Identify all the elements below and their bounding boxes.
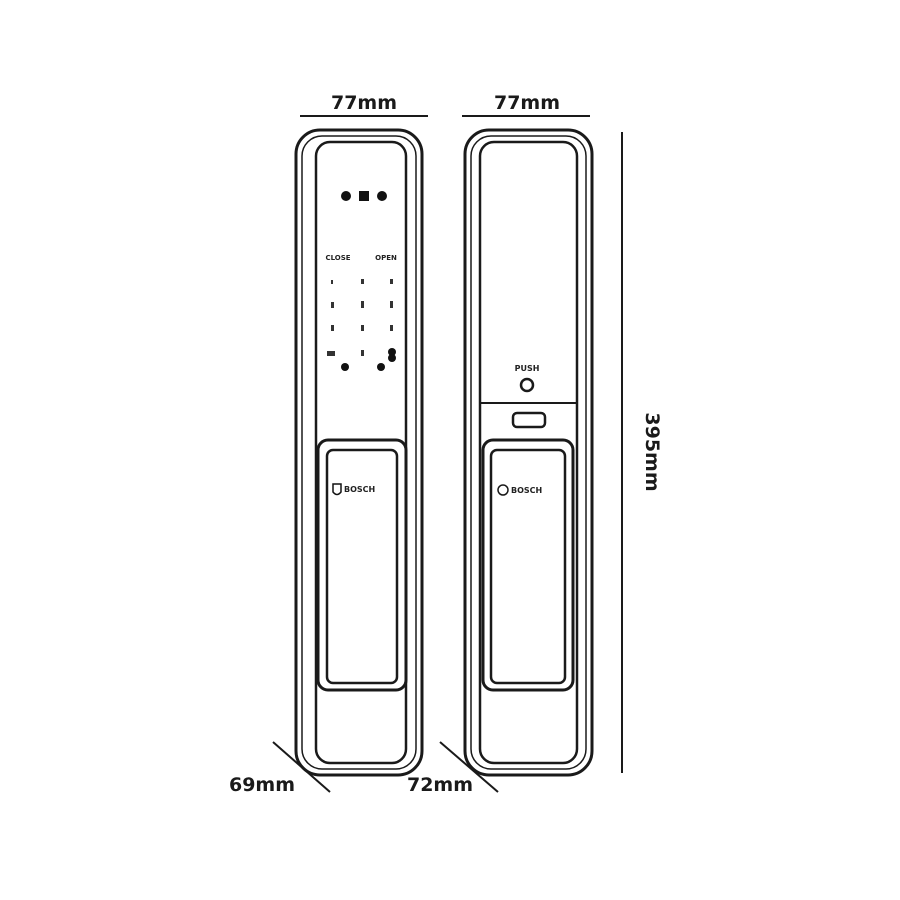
sensor-row <box>341 191 387 201</box>
back-width-label: 77mm <box>494 92 560 114</box>
front-logo: BOSCH <box>344 485 375 494</box>
keypad <box>327 279 396 371</box>
release-slot <box>511 411 547 429</box>
front-depth-label: 69mm <box>229 774 295 796</box>
logo-circle-icon <box>497 484 509 496</box>
front-width-label: 77mm <box>331 92 397 114</box>
push-button <box>519 377 535 393</box>
open-key-label: OPEN <box>375 254 397 262</box>
push-label: PUSH <box>515 364 540 373</box>
back-depth-line <box>439 741 499 793</box>
close-key-label: CLOSE <box>325 254 350 262</box>
back-depth-label: 72mm <box>407 774 473 796</box>
back-handle: BOSCH <box>481 438 575 692</box>
front-handle: BOSCH <box>316 438 408 692</box>
back-lock: PUSH BOSCH <box>463 128 594 777</box>
logo-shield-icon <box>332 483 342 496</box>
height-label: 395mm <box>641 412 663 491</box>
front-lock: CLOSE OPEN BOSCH <box>294 128 424 777</box>
back-logo: BOSCH <box>511 486 542 495</box>
